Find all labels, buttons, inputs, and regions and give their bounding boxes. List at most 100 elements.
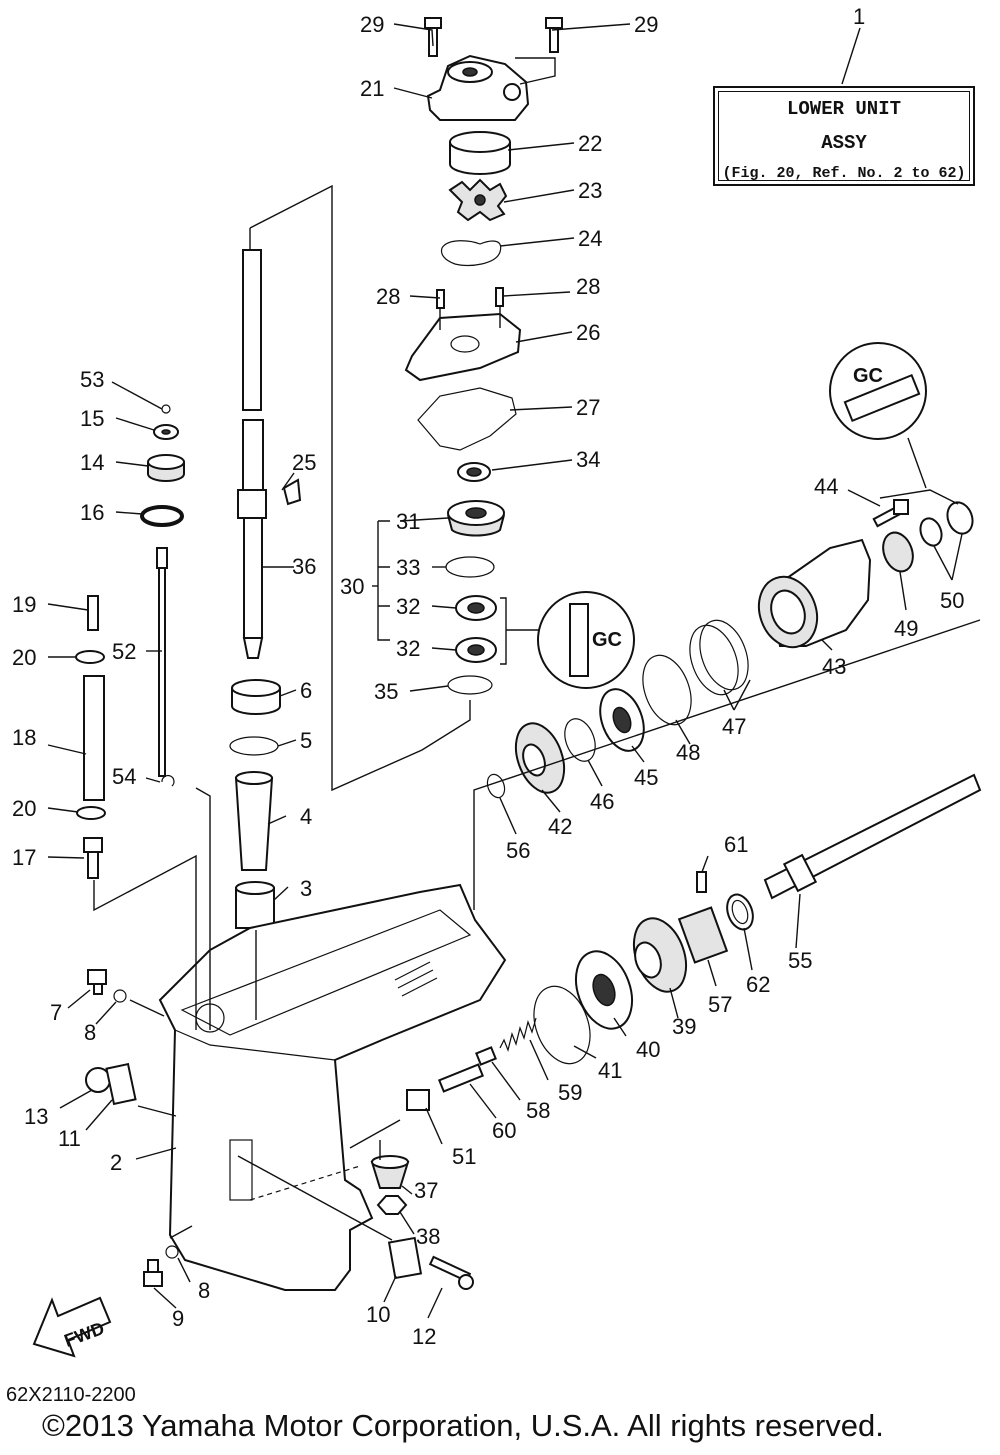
callout-50: 50 xyxy=(940,588,964,613)
part-7-bolt xyxy=(87,969,107,995)
gc-badge-lower: GC xyxy=(592,629,622,651)
part-44-bolt xyxy=(872,499,909,528)
callout-39: 39 xyxy=(672,1014,696,1039)
part-2-lower-case xyxy=(158,883,507,1291)
part-50-oil-seal-a xyxy=(919,517,943,547)
part-28-dowel-left xyxy=(436,289,445,309)
copyright-notice: ©2013 Yamaha Motor Corporation, U.S.A. A… xyxy=(42,1408,884,1443)
part-49-needle-bearing xyxy=(882,531,914,573)
callout-9: 9 xyxy=(172,1306,184,1331)
part-21-pump-housing xyxy=(426,54,530,121)
grease-callout-lower: GC xyxy=(537,591,635,689)
grease-callout-upper: GC xyxy=(829,342,927,440)
part-4-sleeve xyxy=(234,771,274,871)
part-36-drive-shaft xyxy=(237,249,267,659)
part-35-washer xyxy=(447,675,493,695)
callout-30: 30 xyxy=(340,574,364,599)
callout-26: 26 xyxy=(576,320,600,345)
part-14-shift-rod-seal xyxy=(147,454,185,482)
diagram-code: 62X2110-2200 xyxy=(6,1384,136,1406)
part-58-shifter xyxy=(475,1046,497,1066)
part-19-nipple xyxy=(87,595,99,631)
callout-27: 27 xyxy=(576,395,600,420)
part-24-gasket xyxy=(440,240,502,267)
part-20-clamp-upper xyxy=(75,650,105,664)
callout-33: 33 xyxy=(396,555,420,580)
callout-40: 40 xyxy=(636,1037,660,1062)
callout-17: 17 xyxy=(12,845,36,870)
callout-25: 25 xyxy=(292,450,316,475)
callout-54: 54 xyxy=(112,764,136,789)
callout-53: 53 xyxy=(80,367,104,392)
callout-61: 61 xyxy=(724,832,748,857)
part-29-bolt-right xyxy=(545,17,563,53)
assembly-subtitle: ASSY xyxy=(821,132,867,154)
part-9-drain-plug xyxy=(143,1259,163,1287)
part-25-key xyxy=(282,478,302,506)
callout-49: 49 xyxy=(894,616,918,641)
part-8-washer-upper xyxy=(113,989,127,1003)
callout-10: 10 xyxy=(366,1302,390,1327)
callout-29a: 29 xyxy=(360,12,384,37)
part-33-o-ring xyxy=(445,556,495,578)
callout-29b: 29 xyxy=(634,12,658,37)
part-8-washer-lower xyxy=(165,1245,179,1259)
callout-12: 12 xyxy=(412,1324,436,1349)
part-48-o-ring xyxy=(642,654,692,726)
fwd-arrow-icon: FWD xyxy=(32,1296,112,1358)
callout-2: 2 xyxy=(110,1150,122,1175)
callout-42: 42 xyxy=(548,814,572,839)
callout-56: 56 xyxy=(506,838,530,863)
callout-58: 58 xyxy=(526,1098,550,1123)
callout-20a: 20 xyxy=(12,645,36,670)
callout-55: 55 xyxy=(788,948,812,973)
callout-11: 11 xyxy=(58,1126,81,1151)
callout-36: 36 xyxy=(292,554,316,579)
part-17-fitting xyxy=(83,837,103,879)
part-57-dog-clutch xyxy=(677,906,729,964)
callout-51: 51 xyxy=(452,1144,476,1169)
part-51-shift-cam xyxy=(406,1089,430,1111)
callout-31: 31 xyxy=(396,509,420,534)
callout-32a: 32 xyxy=(396,594,420,619)
part-12-screw xyxy=(428,1255,474,1290)
callout-21: 21 xyxy=(360,76,384,101)
part-18-hose xyxy=(83,675,105,801)
part-55-propeller-shaft xyxy=(763,773,982,900)
callout-60: 60 xyxy=(492,1118,516,1143)
leader-lines xyxy=(47,23,963,1319)
callout-7: 7 xyxy=(50,1000,62,1025)
callout-44: 44 xyxy=(814,474,838,499)
part-10-anode xyxy=(387,1236,423,1280)
part-37-pinion xyxy=(370,1155,410,1189)
callout-numbers: 1 29 29 21 22 23 24 28 28 26 27 34 31 33… xyxy=(12,4,964,1349)
callout-57: 57 xyxy=(708,992,732,1017)
part-5-washer xyxy=(229,736,279,756)
callout-20b: 20 xyxy=(12,796,36,821)
callout-13: 13 xyxy=(24,1104,48,1129)
part-45-taper-bearing xyxy=(599,688,645,752)
callout-35: 35 xyxy=(374,679,398,704)
callout-23: 23 xyxy=(578,178,602,203)
callout-34: 34 xyxy=(576,447,600,472)
part-42-forward-gear xyxy=(514,722,566,794)
callout-19: 19 xyxy=(12,592,36,617)
callout-16: 16 xyxy=(80,500,104,525)
callout-41: 41 xyxy=(598,1058,622,1083)
part-62-clutch-spring xyxy=(726,893,754,931)
callout-4: 4 xyxy=(300,804,312,829)
callout-59: 59 xyxy=(558,1080,582,1105)
part-52-shift-rod xyxy=(156,547,168,777)
part-11-grommet xyxy=(105,1062,137,1106)
part-41-shim xyxy=(533,985,591,1065)
callout-38: 38 xyxy=(416,1224,440,1249)
callout-28b: 28 xyxy=(576,274,600,299)
assembly-reference-box: LOWER UNIT ASSY (Fig. 20, Ref. No. 2 to … xyxy=(713,86,975,186)
callout-15: 15 xyxy=(80,406,104,431)
part-23-impeller xyxy=(448,178,508,222)
part-3-needle-bearing xyxy=(235,881,275,929)
part-43-bearing-housing xyxy=(757,538,872,649)
part-46-shim xyxy=(564,718,596,762)
